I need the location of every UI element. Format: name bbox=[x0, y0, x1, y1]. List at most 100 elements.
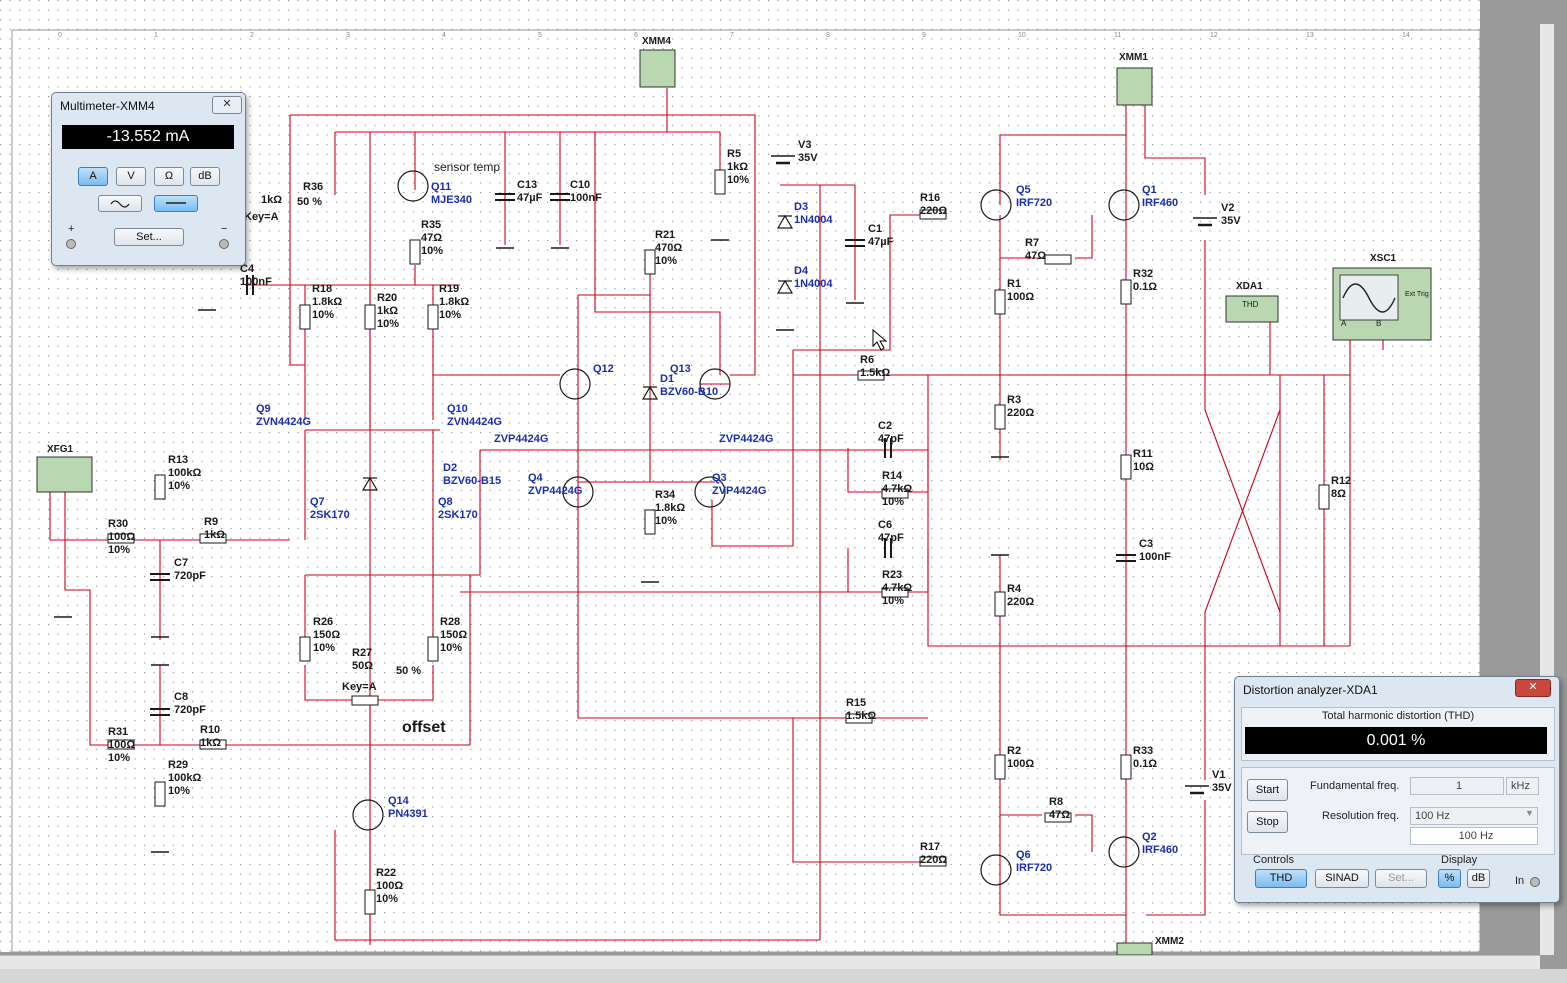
resistor-symbol[interactable] bbox=[919, 209, 947, 220]
transistor-symbol[interactable] bbox=[559, 368, 591, 400]
multimeter-xmm4-symbol[interactable] bbox=[639, 49, 676, 88]
sinad-mode-button[interactable]: SINAD bbox=[1315, 869, 1369, 888]
capacitor-symbol[interactable] bbox=[150, 573, 170, 581]
resistor-symbol[interactable] bbox=[351, 695, 379, 706]
v1-ref-label: V1 bbox=[1212, 769, 1225, 781]
distortion-analyzer-window[interactable]: Distortion analyzer-XDA1 ✕ Total harmoni… bbox=[1234, 676, 1560, 903]
mode-ohm-button[interactable]: Ω bbox=[154, 167, 184, 186]
multimeter-window[interactable]: Multimeter-XMM4 ✕ -13.552 mA A V Ω dB + … bbox=[51, 92, 246, 266]
start-button[interactable]: Start bbox=[1247, 779, 1288, 801]
function-generator-symbol[interactable] bbox=[36, 456, 93, 493]
resistor-symbol[interactable] bbox=[154, 781, 166, 807]
capacitor-symbol[interactable] bbox=[550, 193, 570, 201]
battery-symbol[interactable] bbox=[771, 155, 795, 165]
resistor-symbol[interactable] bbox=[881, 488, 909, 499]
diode-symbol[interactable] bbox=[361, 476, 379, 491]
diode-symbol[interactable] bbox=[776, 214, 794, 229]
resistor-symbol[interactable] bbox=[857, 370, 885, 381]
input-terminal-icon[interactable] bbox=[1530, 877, 1540, 887]
capacitor-symbol[interactable] bbox=[246, 275, 254, 295]
resistor-symbol[interactable] bbox=[154, 474, 166, 500]
channel-b-label: B bbox=[1376, 319, 1381, 328]
resistor-symbol[interactable] bbox=[881, 587, 909, 598]
resistor-symbol[interactable] bbox=[994, 404, 1006, 430]
diode-symbol[interactable] bbox=[776, 279, 794, 294]
resistor-symbol[interactable] bbox=[199, 533, 227, 544]
multimeter-xmm1-symbol[interactable] bbox=[1116, 67, 1153, 106]
chevron-down-icon[interactable]: ▼ bbox=[1525, 808, 1534, 818]
transistor-symbol[interactable] bbox=[1108, 189, 1140, 221]
resistor-symbol[interactable] bbox=[714, 169, 726, 195]
r28-ref-label: R28 bbox=[440, 616, 460, 628]
mode-volt-button[interactable]: V bbox=[116, 167, 146, 186]
resistor-symbol[interactable] bbox=[364, 304, 376, 330]
mode-ampere-button[interactable]: A bbox=[78, 167, 108, 186]
resistor-symbol[interactable] bbox=[919, 856, 947, 867]
sheet-grid bbox=[0, 0, 1480, 952]
resolution-freq-select[interactable]: 100 Hz bbox=[1410, 807, 1538, 825]
transistor-symbol[interactable] bbox=[699, 368, 731, 400]
dc-mode-button[interactable] bbox=[154, 195, 198, 212]
capacitor-symbol[interactable] bbox=[495, 193, 515, 201]
transistor-symbol[interactable] bbox=[980, 189, 1012, 221]
fundamental-freq-input[interactable]: 1 bbox=[1410, 777, 1504, 795]
r27key-value-label: Key=A bbox=[342, 681, 377, 693]
capacitor-symbol[interactable] bbox=[845, 239, 865, 247]
resistor-symbol[interactable] bbox=[427, 636, 439, 662]
transistor-symbol[interactable] bbox=[397, 170, 429, 202]
resistor-symbol[interactable] bbox=[994, 591, 1006, 617]
capacitor-symbol[interactable] bbox=[884, 538, 892, 558]
transistor-symbol[interactable] bbox=[694, 476, 726, 508]
percent-display-button[interactable]: % bbox=[1438, 869, 1461, 888]
c3-ref-label: C3 bbox=[1139, 538, 1153, 550]
resistor-symbol[interactable] bbox=[1120, 279, 1132, 305]
db-display-button[interactable]: dB bbox=[1467, 869, 1490, 888]
resistor-symbol[interactable] bbox=[1120, 754, 1132, 780]
transistor-symbol[interactable] bbox=[562, 476, 594, 508]
resistor-symbol[interactable] bbox=[1120, 454, 1132, 480]
resistor-symbol[interactable] bbox=[409, 239, 421, 265]
resistor-symbol[interactable] bbox=[427, 304, 439, 330]
capacitor-symbol[interactable] bbox=[1116, 554, 1136, 562]
battery-symbol[interactable] bbox=[1185, 785, 1209, 795]
q11-ref-label: Q11 bbox=[431, 181, 451, 193]
resistor-symbol[interactable] bbox=[845, 713, 873, 724]
mode-db-button[interactable]: dB bbox=[190, 167, 220, 186]
ac-mode-button[interactable] bbox=[98, 195, 142, 212]
r35-value-label: 47Ω bbox=[421, 232, 442, 244]
resistor-symbol[interactable] bbox=[1044, 812, 1072, 823]
resistor-symbol[interactable] bbox=[644, 509, 656, 535]
resistor-symbol[interactable] bbox=[994, 289, 1006, 315]
resistor-symbol[interactable] bbox=[1318, 484, 1330, 510]
positive-terminal-icon[interactable] bbox=[66, 239, 76, 249]
transistor-symbol[interactable] bbox=[980, 854, 1012, 886]
distortion-set-button[interactable]: Set... bbox=[1375, 869, 1427, 888]
resistor-symbol[interactable] bbox=[1044, 254, 1072, 265]
battery-symbol[interactable] bbox=[1193, 217, 1217, 227]
resistor-symbol[interactable] bbox=[644, 249, 656, 275]
close-icon[interactable]: ✕ bbox=[212, 96, 242, 114]
resistor-symbol[interactable] bbox=[107, 533, 135, 544]
diode-symbol[interactable] bbox=[641, 385, 659, 400]
stop-button[interactable]: Stop bbox=[1247, 811, 1288, 833]
negative-terminal-icon[interactable] bbox=[219, 239, 229, 249]
thd-mode-button[interactable]: THD bbox=[1255, 869, 1307, 888]
horizontal-scrollbar[interactable] bbox=[0, 955, 1540, 970]
r5-value-label: 1kΩ bbox=[727, 161, 748, 173]
capacitor-symbol[interactable] bbox=[150, 708, 170, 716]
resistor-symbol[interactable] bbox=[364, 889, 376, 915]
multimeter-xmm2-symbol[interactable] bbox=[1116, 942, 1153, 956]
capacitor-symbol[interactable] bbox=[884, 438, 892, 458]
fundamental-unit-select[interactable]: kHz bbox=[1506, 777, 1539, 795]
multimeter-set-button[interactable]: Set... bbox=[114, 228, 184, 246]
close-icon[interactable]: ✕ bbox=[1515, 679, 1551, 697]
resistor-symbol[interactable] bbox=[199, 739, 227, 750]
distortion-analyzer-symbol[interactable] bbox=[1225, 295, 1279, 323]
transistor-symbol[interactable] bbox=[352, 799, 384, 831]
transistor-symbol[interactable] bbox=[1108, 836, 1140, 868]
resistor-symbol[interactable] bbox=[994, 754, 1006, 780]
resistor-symbol[interactable] bbox=[299, 304, 311, 330]
resistor-symbol[interactable] bbox=[107, 739, 135, 750]
resistor-symbol[interactable] bbox=[299, 636, 311, 662]
